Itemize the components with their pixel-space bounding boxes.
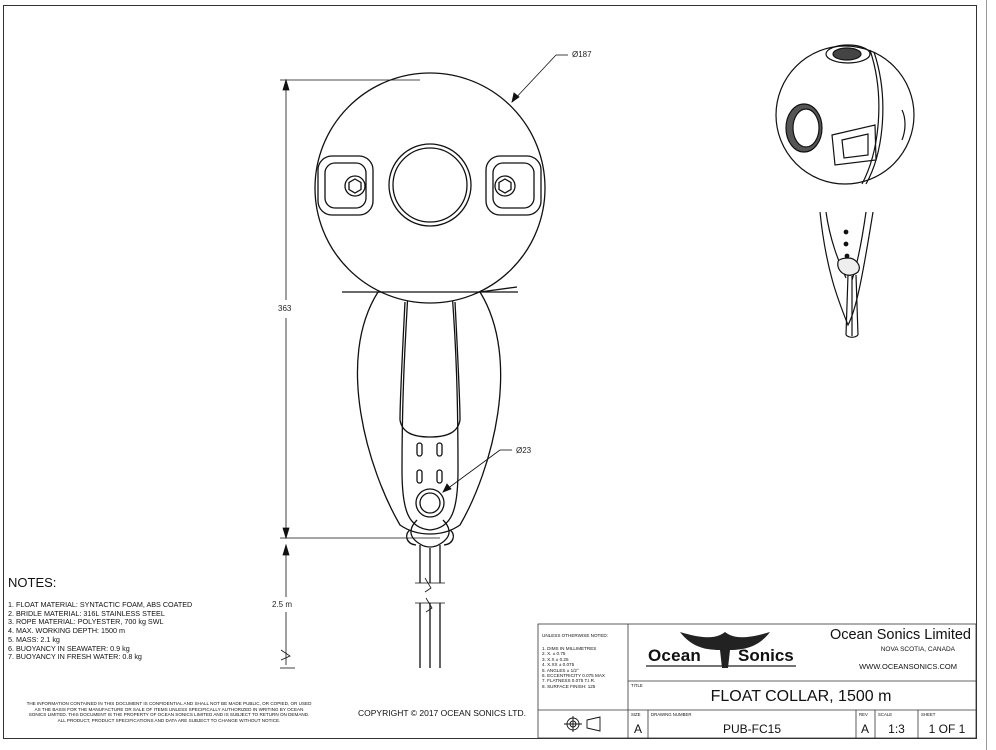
note-item: 3. ROPE MATERIAL: POLYESTER, 700 kg SWL [8, 617, 164, 627]
logo-ocean-text: Ocean [648, 646, 701, 665]
dimension-height-overall: 363 [278, 304, 292, 313]
title-block-grid [537, 623, 977, 739]
drawing-number-value: PUB-FC15 [722, 722, 781, 736]
tolerance-item: 2. X. ± 0.75 [542, 651, 566, 657]
sheet-value: 1 OF 1 [928, 722, 966, 736]
tolerance-item: 6. ECCENTRICITY 0.075 MAX [542, 673, 605, 679]
scale-label: SCALE [878, 712, 893, 717]
confidential-line: AS THE BASIS FOR THE MANUFACTURE OR SALE… [34, 706, 304, 712]
notes-list: 1. FLOAT MATERIAL: SYNTACTIC FOAM, ABS C… [8, 600, 193, 662]
float-front-view [314, 72, 546, 668]
note-item: 5. MASS: 2.1 kg [8, 634, 60, 644]
sheet-border [3, 5, 977, 739]
float-isometric-view [775, 44, 915, 338]
scale-value: 1:3 [888, 722, 905, 736]
page-edge [986, 0, 996, 750]
note-item: 1. FLOAT MATERIAL: SYNTACTIC FOAM, ABS C… [8, 600, 193, 609]
note-item: 2. BRIDLE MATERIAL: 316L STAINLESS STEEL [8, 608, 165, 618]
dimension-rope-length: 2.5 m [272, 600, 293, 609]
dimension-lines [280, 54, 568, 669]
tolerances-header: UNLESS OTHERWISE NOTED: [542, 633, 609, 638]
whale-tail-logo [680, 632, 770, 668]
notes-title: NOTES: [8, 575, 57, 590]
tolerance-item: 5. ANGLES ± 1/2° [542, 667, 579, 673]
tolerance-item: 8. SURFACE FINISH: 125 [542, 683, 596, 689]
confidential-line: ALL PRODUCT, PRODUCT SPECIFICATIONS AND … [57, 717, 281, 723]
rev-label: REV [859, 712, 868, 717]
size-value: A [634, 722, 643, 736]
logo-sonics-text: Sonics [738, 646, 794, 665]
tolerances-list: 1. DIMS IN MILLIMETRES 2. X. ± 0.75 3. X… [542, 646, 605, 689]
sheet-label: SHEET [921, 712, 936, 717]
confidential-line: THE INFORMATION CONTAINED IN THIS DOCUME… [26, 701, 312, 706]
tolerance-item: 4. X.XX ± 0.075 [542, 662, 575, 668]
dimension-diameter-hole: Ø23 [516, 446, 532, 455]
note-item: 4. MAX. WORKING DEPTH: 1500 m [8, 626, 126, 636]
company-name: Ocean Sonics Limited [829, 627, 971, 643]
tolerance-item: 1. DIMS IN MILLIMETRES [542, 646, 597, 651]
tolerance-item: 3. X.X ± 0.25 [542, 656, 569, 662]
drawing-number-label: DRAWING NUMBER [651, 712, 692, 717]
confidentiality-notice: THE INFORMATION CONTAINED IN THIS DOCUME… [4, 701, 334, 723]
title-label: TITLE [631, 683, 643, 688]
company-location: NOVA SCOTIA, CANADA [880, 646, 955, 653]
dimension-diameter-main: Ø187 [572, 50, 592, 59]
company-website: WWW.OCEANSONICS.COM [859, 662, 957, 671]
drawing-title: FLOAT COLLAR, 1500 m [710, 688, 892, 705]
tolerance-item: 7. FLATNESS 0.075 T.I.R. [542, 678, 596, 684]
copyright-text: COPYRIGHT © 2017 OCEAN SONICS LTD. [358, 708, 526, 718]
rev-value: A [861, 722, 870, 736]
size-label: SIZE [631, 712, 641, 717]
confidential-line: SONICS LIMITED. THIS DOCUMENT IS THE PRO… [28, 712, 310, 718]
note-item: 7. BUOYANCY IN FRESH WATER: 0.8 kg [8, 652, 142, 662]
projection-symbol [564, 716, 601, 732]
note-item: 6. BUOYANCY IN SEAWATER: 0.9 kg [8, 643, 130, 653]
